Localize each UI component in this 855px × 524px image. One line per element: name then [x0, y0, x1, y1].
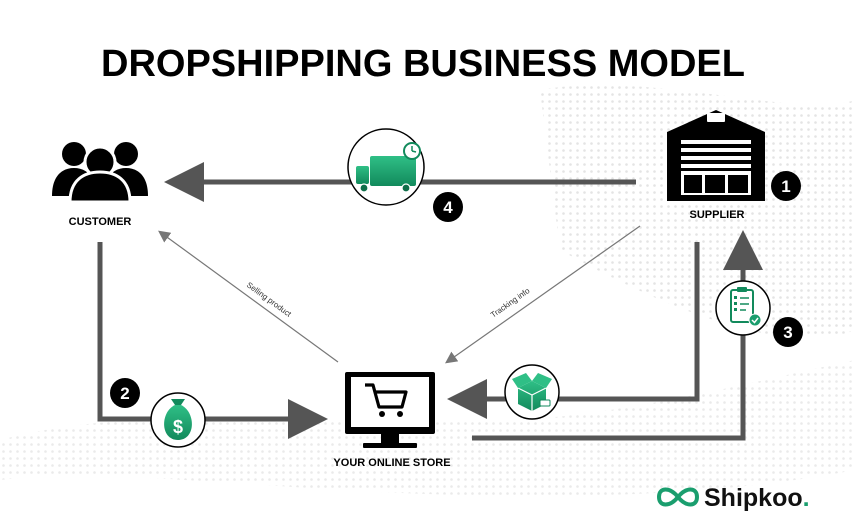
tracking-info-arrow: [445, 225, 641, 364]
computer-cart-icon: [345, 372, 435, 448]
step-badge-3: 3: [773, 317, 803, 347]
step-badge-2: 2: [110, 378, 140, 408]
brand-name: Shipkoo.: [704, 484, 810, 512]
delivery-truck-icon: [347, 128, 425, 206]
customer-label: CUSTOMER: [69, 216, 132, 228]
svg-text:2: 2: [120, 384, 129, 403]
svg-text:3: 3: [783, 323, 792, 342]
money-bag-icon: $: [150, 392, 206, 448]
package-icon: [504, 364, 560, 420]
warehouse-icon: [667, 110, 765, 201]
supplier-label: SUPPLIER: [689, 209, 744, 221]
selling-product-arrow: [158, 230, 339, 363]
svg-text:1: 1: [781, 177, 790, 196]
svg-text:4: 4: [443, 198, 453, 217]
page-title: DROPSHIPPING BUSINESS MODEL: [101, 43, 745, 85]
customer-group-icon: [52, 142, 148, 204]
step-badge-4: 4: [433, 192, 463, 222]
customer-to-store-arrow: [97, 242, 328, 439]
step-badge-1: 1: [771, 171, 801, 201]
checklist-icon: [715, 280, 771, 336]
brand-logo: Shipkoo.: [656, 484, 810, 512]
tracking-info-label: Tracking info: [489, 286, 532, 320]
store-label: YOUR ONLINE STORE: [333, 457, 450, 469]
dollar-sign-glyph: $: [173, 417, 183, 437]
infinity-logo-icon: [656, 487, 700, 507]
